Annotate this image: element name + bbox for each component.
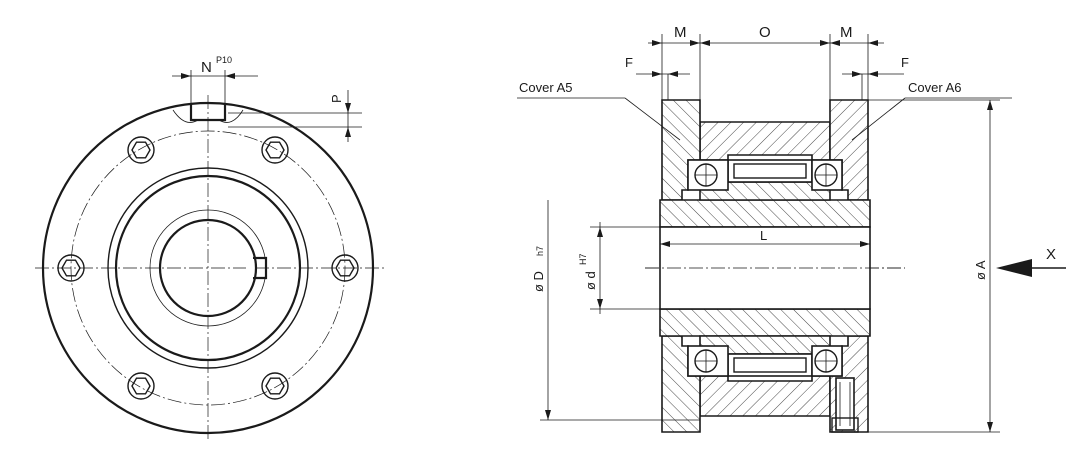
sprag-cage-lower — [727, 353, 813, 377]
outer-ring-lower — [699, 375, 831, 417]
dimension-outer-d: ø D h7 — [531, 200, 700, 421]
label-n-tolerance: P10 — [216, 55, 232, 65]
hub-circle — [114, 174, 302, 362]
front-view: N P10 P — [35, 55, 385, 442]
label-o: O — [759, 24, 771, 41]
bolt-bottom-right — [261, 372, 289, 400]
label-f-right: F — [901, 55, 909, 70]
bolt-right — [331, 254, 359, 282]
dimension-m-o-m: M O M — [648, 24, 884, 122]
dimension-bore-d: ø d H7 — [578, 222, 660, 314]
outer-flange-circle — [41, 101, 375, 435]
label-m-left: M — [674, 24, 687, 41]
label-p: P — [329, 94, 344, 103]
inner-ring-lower — [659, 308, 871, 337]
label-a: ø A — [973, 260, 988, 280]
label-n: N — [201, 59, 212, 76]
bearing-left-upper — [687, 159, 729, 191]
cover-screw — [831, 377, 859, 433]
label-f-left: F — [625, 55, 633, 70]
label-outer-d-tolerance: h7 — [535, 246, 545, 256]
label-cover-a6: Cover A6 — [908, 80, 961, 95]
dimension-n: N P10 — [172, 55, 258, 104]
label-bore-tolerance: H7 — [578, 253, 588, 265]
bearing-right-upper — [811, 159, 843, 191]
label-bore-d: ø d — [583, 271, 598, 290]
bolt-bottom-left — [127, 372, 155, 400]
label-m-right: M — [840, 24, 853, 41]
outer-ring-upper — [699, 121, 831, 161]
cover-a5-callout: Cover A5 — [517, 80, 681, 141]
bolt-top-left — [127, 136, 155, 164]
cover-a6-callout: Cover A6 — [851, 80, 1012, 141]
hub-outer-circle — [107, 167, 309, 369]
dimension-p: P — [228, 90, 362, 142]
label-l: L — [760, 228, 767, 243]
bearing-right-lower — [811, 345, 843, 377]
label-x: X — [1046, 246, 1056, 263]
bolt-top-right — [261, 136, 289, 164]
dimension-a: ø A — [868, 99, 1000, 433]
section-view: M O M F F Cover A5 Cover A6 — [517, 24, 1066, 433]
dimension-f-left: F — [625, 55, 690, 100]
dimension-l: L — [660, 228, 870, 247]
bore-circle — [158, 218, 258, 318]
dimension-f-right: F — [842, 55, 909, 100]
bolt-circle — [70, 130, 346, 406]
view-x-arrow: X — [996, 246, 1066, 277]
outer-keyway — [189, 104, 227, 122]
bearing-left-lower — [687, 345, 729, 377]
bolt-left — [57, 254, 85, 282]
label-cover-a5: Cover A5 — [519, 80, 572, 95]
label-outer-d: ø D — [531, 271, 546, 292]
bore-keyway — [253, 256, 268, 280]
inner-ring-upper — [659, 199, 871, 228]
